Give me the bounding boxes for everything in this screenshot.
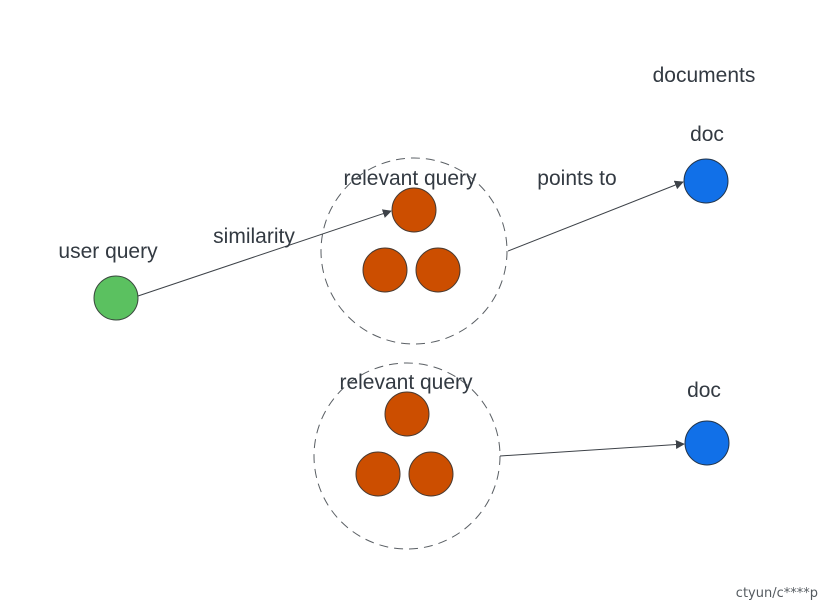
documents-label: documents: [653, 64, 756, 87]
relevant-query-node: [415, 247, 461, 293]
relevant-query-node: [408, 451, 454, 497]
similarity-edge: [137, 209, 392, 297]
relevant-query-label-bottom: relevant query: [339, 371, 473, 394]
relevant-query-label-top: relevant query: [343, 167, 477, 190]
similarity-label: similarity: [213, 225, 295, 248]
points-to-edge-bottom: [499, 440, 685, 457]
user-query-node: [93, 275, 139, 321]
watermark: ctyun/c****p: [736, 586, 818, 601]
relevant-query-node: [355, 451, 401, 497]
user-query-label: user query: [58, 240, 158, 263]
relevant-query-node: [384, 391, 430, 437]
points-to-label: points to: [537, 167, 616, 190]
doc-label-top: doc: [690, 123, 724, 146]
relevant-query-cluster-top: [320, 157, 508, 345]
doc-label-bottom: doc: [687, 379, 721, 402]
doc-node-bottom: [684, 420, 730, 466]
relevant-query-node: [362, 247, 408, 293]
relevant-query-node: [391, 187, 437, 233]
points-to-edge-top: [507, 180, 684, 252]
doc-node-top: [683, 158, 729, 204]
